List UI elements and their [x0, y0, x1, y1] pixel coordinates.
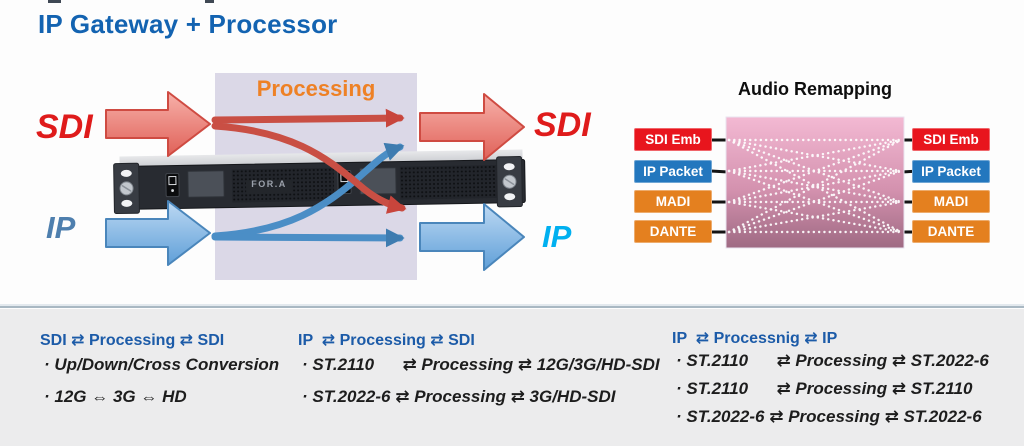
note-item: · 12G ⇔ 3G ⇔ HD: [44, 387, 187, 406]
ip-output-label: IP: [542, 219, 572, 254]
sdi-input-arrow: [105, 91, 211, 157]
vent-mesh: [399, 164, 501, 200]
ip-input-label: IP: [46, 210, 76, 245]
note-item: · ST.2022-6 ⇄ Processing ⇄ ST.2022-6: [676, 407, 982, 426]
logo-plate: [245, 179, 293, 195]
remap-crosspoint-lines: [727, 138, 903, 234]
audio-port-right-dante: DANTE: [912, 220, 990, 243]
note-item: · ST.2110 ⇄ Processing ⇄ 12G/3G/HD-SDI: [302, 355, 660, 374]
audio-port-left-sdi-emb: SDI Emb: [634, 128, 712, 151]
sdi-input-label: SDI: [36, 108, 93, 146]
power-switch: [165, 172, 180, 198]
note-header-sdi-sdi: SDI ⇄ Processing ⇄ SDI: [40, 332, 225, 349]
ip-straight-line: [211, 228, 405, 248]
ip-input-arrow: [105, 200, 211, 266]
rack-device: [113, 149, 526, 215]
page-title: IP Gateway + Processor: [38, 9, 338, 39]
rack-ear-left: [113, 162, 140, 215]
rack-ear-right: [496, 156, 523, 208]
audio-port-left-dante: DANTE: [634, 220, 712, 243]
audio-port-right-madi: MADI: [912, 190, 990, 213]
device-brand-logo: FOR.A: [251, 179, 287, 189]
sdi-output-label: SDI: [534, 106, 591, 144]
note-item: · Up/Down/Cross Conversion: [44, 355, 280, 374]
separator-highlight: [0, 304, 1024, 306]
note-item: · ST.2110 ⇄ Processing ⇄ ST.2022-6: [676, 351, 989, 370]
bottom-notes-panel: [0, 309, 1024, 446]
audio-remap-mesh: [710, 116, 920, 249]
audio-port-left-ip-packet: IP Packet: [634, 160, 712, 183]
note-header-ip-ip: IP ⇄ Processnig ⇄ IP: [672, 330, 838, 347]
processing-label: Processing: [256, 76, 376, 101]
separator-line: [0, 306, 1024, 308]
ip-to-sdi-cross-line: [211, 142, 405, 240]
note-header-ip-sdi: IP ⇄ Processing ⇄ SDI: [298, 332, 475, 349]
sdi-output-arrow: [419, 93, 525, 161]
audio-remapping-title: Audio Remapping: [738, 79, 892, 99]
top-edge-artifact: [205, 0, 214, 3]
note-item: · ST.2110 ⇄ Processing ⇄ ST.2110: [676, 379, 973, 398]
top-edge-artifact: [48, 0, 61, 3]
audio-port-right-sdi-emb: SDI Emb: [912, 128, 990, 151]
ip-output-arrow: [419, 203, 525, 271]
sdi-to-ip-cross-line: [211, 122, 407, 214]
audio-port-right-ip-packet: IP Packet: [912, 160, 990, 183]
flow-arrows: [105, 91, 525, 271]
note-item: · ST.2022-6 ⇄ Processing ⇄ 3G/HD-SDI: [302, 387, 616, 406]
front-display: [187, 170, 225, 198]
sdi-straight-line: [211, 108, 405, 128]
remap-matrix-box: [725, 116, 905, 249]
audio-port-left-madi: MADI: [634, 190, 712, 213]
